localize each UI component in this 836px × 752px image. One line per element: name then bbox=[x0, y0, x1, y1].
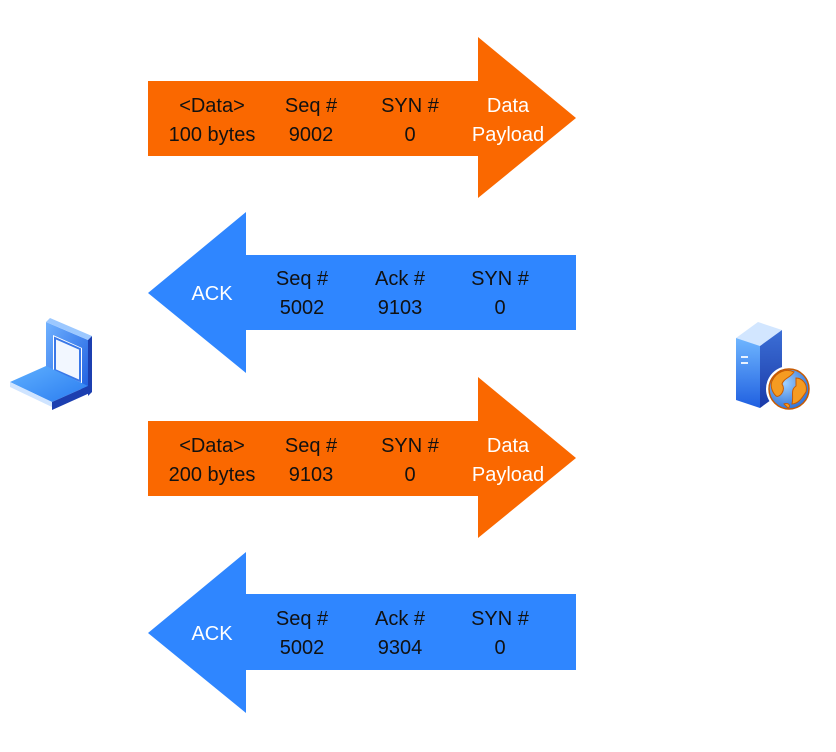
msg2-col3-line2: 0 bbox=[494, 297, 505, 319]
msg4-col1-line1: Seq # bbox=[276, 608, 329, 630]
msg1-col3-line1: SYN # bbox=[381, 95, 440, 117]
msg2-col2-line2: 9103 bbox=[378, 297, 423, 319]
msg2-col1-line1: Seq # bbox=[276, 268, 329, 290]
msg3-col1-line2: 200 bytes bbox=[169, 464, 256, 486]
msg3-head-line1: Data bbox=[487, 435, 530, 457]
msg1-col2-line1: Seq # bbox=[285, 95, 338, 117]
msg1-head-line2: Payload bbox=[472, 124, 544, 146]
laptop-icon bbox=[10, 318, 92, 410]
msg3-col1-line1: <Data> bbox=[179, 435, 245, 457]
msg1-col1-line1: <Data> bbox=[179, 95, 245, 117]
msg4-col2-line2: 9304 bbox=[378, 637, 423, 659]
msg2-col2-line1: Ack # bbox=[375, 268, 426, 290]
msg4-col2-line1: Ack # bbox=[375, 608, 426, 630]
message-1-data-arrow: <Data> 100 bytes Seq # 9002 SYN # 0 Data… bbox=[148, 37, 576, 198]
right-arrow-shape bbox=[148, 37, 576, 198]
message-2-ack-arrow: ACK Seq # 5002 Ack # 9103 SYN # 0 bbox=[148, 212, 576, 373]
msg4-col1-line2: 5002 bbox=[280, 637, 325, 659]
right-arrow-shape bbox=[148, 377, 576, 538]
msg4-col3-line2: 0 bbox=[494, 637, 505, 659]
msg2-head-line1: ACK bbox=[191, 283, 233, 305]
message-3-data-arrow: <Data> 200 bytes Seq # 9103 SYN # 0 Data… bbox=[148, 377, 576, 538]
msg1-col3-line2: 0 bbox=[404, 124, 415, 146]
msg2-col3-line1: SYN # bbox=[471, 268, 530, 290]
msg3-col2-line2: 9103 bbox=[289, 464, 334, 486]
msg3-col2-line1: Seq # bbox=[285, 435, 338, 457]
left-arrow-shape bbox=[148, 212, 576, 373]
msg3-head-line2: Payload bbox=[472, 464, 544, 486]
msg4-col3-line1: SYN # bbox=[471, 608, 530, 630]
msg2-col1-line2: 5002 bbox=[280, 297, 325, 319]
msg1-col1-line2: 100 bytes bbox=[169, 124, 256, 146]
left-arrow-shape bbox=[148, 552, 576, 713]
msg4-head-line1: ACK bbox=[191, 623, 233, 645]
web-server-globe-icon bbox=[736, 322, 812, 412]
msg3-col3-line1: SYN # bbox=[381, 435, 440, 457]
message-4-ack-arrow: ACK Seq # 5002 Ack # 9304 SYN # 0 bbox=[148, 552, 576, 713]
msg1-col2-line2: 9002 bbox=[289, 124, 334, 146]
msg1-head-line1: Data bbox=[487, 95, 530, 117]
msg3-col3-line2: 0 bbox=[404, 464, 415, 486]
